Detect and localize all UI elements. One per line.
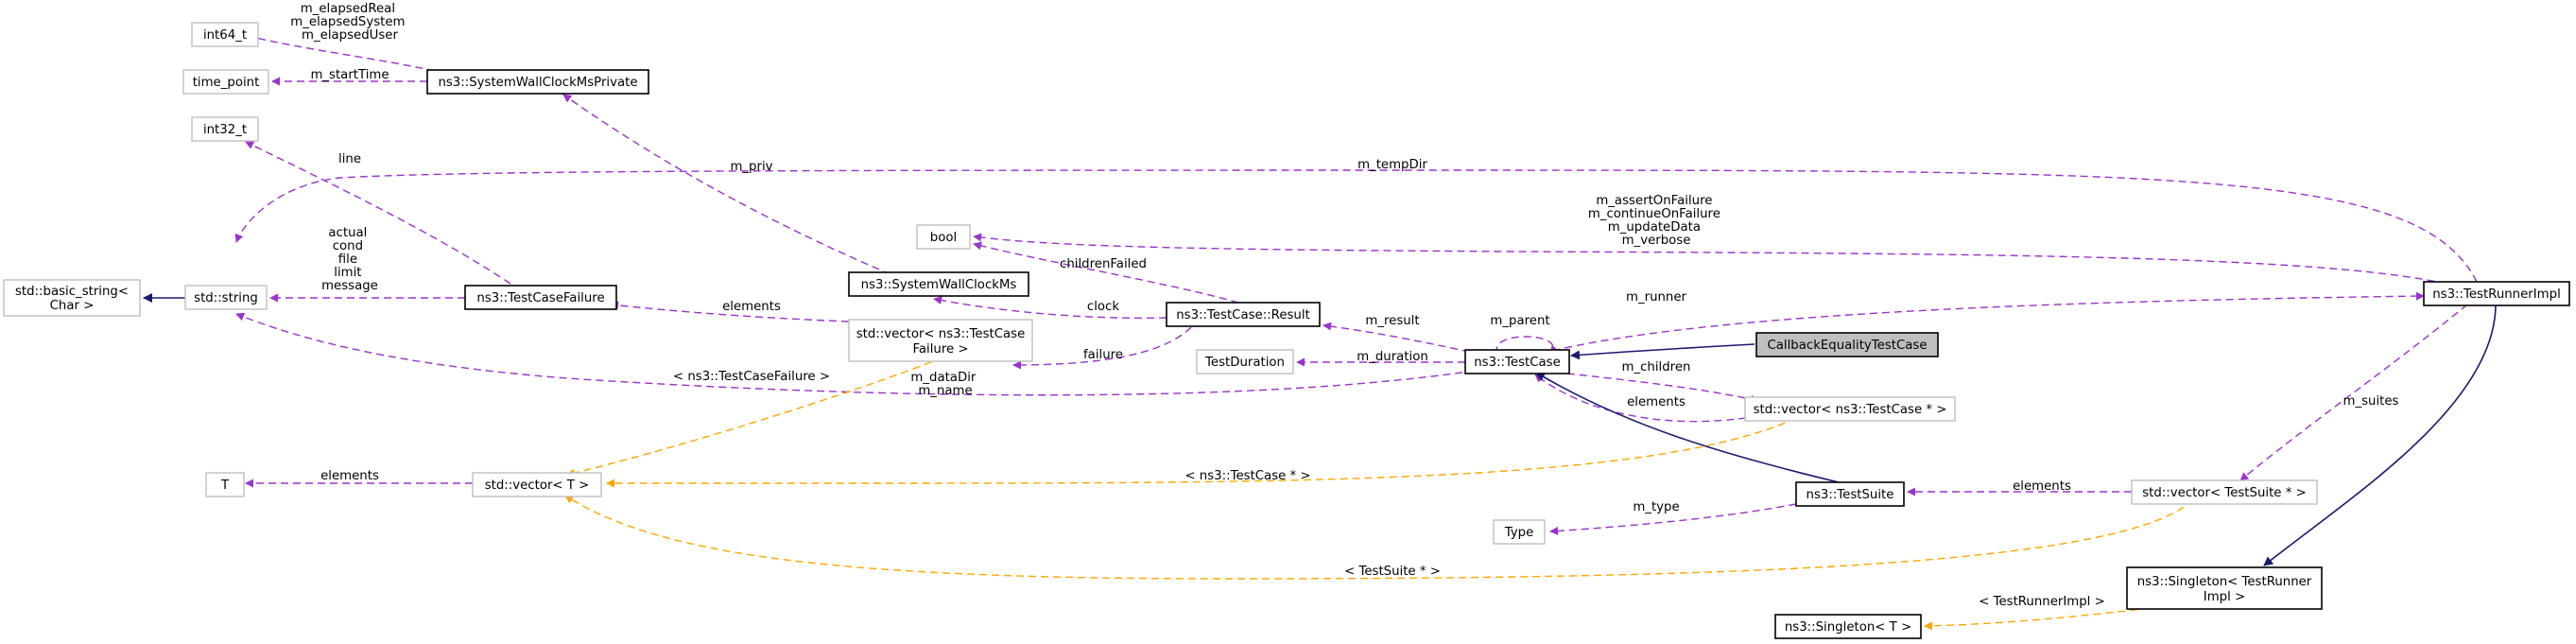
svg-text:std::vector< ns3::TestCase * >: std::vector< ns3::TestCase * > bbox=[1754, 403, 1947, 417]
label-m-children: m_children bbox=[1622, 360, 1691, 374]
node-testcase-failure[interactable]: ns3::TestCaseFailure bbox=[464, 285, 617, 310]
svg-text:Impl >: Impl > bbox=[2204, 590, 2245, 604]
label-m-parent: m_parent bbox=[1490, 314, 1549, 328]
label-m-priv: m_priv bbox=[730, 160, 772, 174]
label-start-time: m_startTime bbox=[310, 68, 389, 82]
label-temp-dir: m_tempDir bbox=[1357, 158, 1427, 172]
svg-text:ns3::TestSuite: ns3::TestSuite bbox=[1807, 488, 1894, 502]
svg-text:time_point: time_point bbox=[193, 76, 260, 90]
edge-callback-testcase bbox=[1570, 343, 1755, 360]
node-vector-testcase-failure[interactable]: std::vector< ns3::TestCase Failure > bbox=[848, 319, 1033, 362]
label-tmpl-failure: < ns3::TestCaseFailure > bbox=[673, 370, 830, 384]
edge-vectortestcase-vectorT bbox=[606, 417, 1797, 488]
node-singleton-T[interactable]: ns3::Singleton< T > bbox=[1774, 614, 1922, 639]
svg-text:ns3::TestCase: ns3::TestCase bbox=[1474, 356, 1561, 370]
label-children-failed: childrenFailed bbox=[1060, 257, 1147, 271]
svg-text:CallbackEqualityTestCase: CallbackEqualityTestCase bbox=[1767, 339, 1927, 353]
edge-result-vectorfailure bbox=[1012, 326, 1192, 370]
svg-text:ns3::TestCase::Result: ns3::TestCase::Result bbox=[1176, 308, 1310, 322]
node-testrunnerimpl[interactable]: ns3::TestRunnerImpl bbox=[2423, 281, 2570, 306]
label-m-runner: m_runner bbox=[1626, 290, 1687, 305]
svg-text:ns3::TestCaseFailure: ns3::TestCaseFailure bbox=[476, 291, 604, 305]
node-vector-testcase[interactable]: std::vector< ns3::TestCase * > bbox=[1744, 396, 1956, 422]
edge-vectorfailure-failure bbox=[610, 301, 850, 322]
node-testcase[interactable]: ns3::TestCase bbox=[1464, 349, 1570, 374]
node-testsuite[interactable]: ns3::TestSuite bbox=[1795, 481, 1905, 507]
label-elapsed: m_elapsedReal m_elapsedSystem m_elapsedU… bbox=[290, 2, 408, 43]
node-type[interactable]: Type bbox=[1493, 519, 1546, 545]
label-elements-testcase: elements bbox=[1627, 395, 1686, 409]
label-data-dir: m_dataDir m_name bbox=[910, 371, 979, 398]
svg-text:bool: bool bbox=[930, 231, 957, 245]
svg-text:std::vector< TestSuite * >: std::vector< TestSuite * > bbox=[2142, 486, 2306, 500]
label-m-result: m_result bbox=[1365, 314, 1419, 328]
svg-text:std::string: std::string bbox=[194, 291, 258, 305]
svg-text:ns3::SystemWallClockMs: ns3::SystemWallClockMs bbox=[861, 278, 1017, 292]
edge-testcase-vectortestcase bbox=[1542, 370, 1759, 404]
node-wallclock-private[interactable]: ns3::SystemWallClockMsPrivate bbox=[426, 69, 649, 95]
edge-singletonrunner-runner bbox=[2263, 304, 2497, 566]
svg-text:Type: Type bbox=[1504, 526, 1534, 540]
node-vector-testsuite[interactable]: std::vector< TestSuite * > bbox=[2131, 479, 2318, 505]
node-singleton-testrunnerimpl[interactable]: ns3::Singleton< TestRunner Impl > bbox=[2126, 566, 2323, 610]
svg-text:T: T bbox=[220, 479, 230, 493]
svg-text:std::vector< T >: std::vector< T > bbox=[485, 479, 590, 493]
svg-text:std::basic_string<: std::basic_string< bbox=[15, 285, 129, 299]
label-elements-T: elements bbox=[320, 469, 379, 483]
svg-text:int32_t: int32_t bbox=[203, 123, 247, 137]
svg-text:Failure >: Failure > bbox=[912, 342, 968, 357]
node-std-string[interactable]: std::string bbox=[184, 285, 268, 310]
label-tmpl-runner: < TestRunnerImpl > bbox=[1979, 595, 2105, 609]
edge-runner-string-tempdir bbox=[234, 169, 2478, 283]
edge-wallclock-private bbox=[562, 94, 891, 275]
label-tmpl-testcase: < ns3::TestCase * > bbox=[1184, 469, 1310, 483]
edge-suite-testcase bbox=[1535, 372, 1840, 483]
node-vector-T[interactable]: std::vector< T > bbox=[472, 472, 602, 497]
label-line: line bbox=[338, 152, 361, 166]
node-test-duration[interactable]: TestDuration bbox=[1196, 349, 1294, 374]
node-T[interactable]: T bbox=[205, 472, 245, 497]
node-int32-t[interactable]: int32_t bbox=[191, 116, 259, 142]
node-time-point[interactable]: time_point bbox=[182, 69, 269, 95]
edge-runner-vectorsuite bbox=[2239, 304, 2468, 481]
svg-text:ns3::TestRunnerImpl: ns3::TestRunnerImpl bbox=[2432, 287, 2561, 302]
node-bool[interactable]: bool bbox=[916, 224, 971, 250]
label-elements-suite: elements bbox=[2013, 479, 2071, 494]
label-failure-fields: actual cond file limit message bbox=[321, 226, 378, 293]
label-m-suites: m_suites bbox=[2343, 394, 2399, 409]
edge-failure-int32 bbox=[245, 141, 511, 285]
svg-text:ns3::Singleton< T >: ns3::Singleton< T > bbox=[1785, 620, 1911, 635]
node-callback-equality-testcase[interactable]: CallbackEqualityTestCase bbox=[1755, 332, 1939, 357]
label-clock: clock bbox=[1087, 300, 1119, 314]
edge-testcase-testcase-parent bbox=[1495, 336, 1559, 355]
svg-text:ns3::SystemWallClockMsPrivate: ns3::SystemWallClockMsPrivate bbox=[438, 76, 637, 90]
label-runner-flags: m_assertOnFailure m_continueOnFailure m_… bbox=[1588, 194, 1724, 248]
node-std-basic-string[interactable]: std::basic_string< Char > bbox=[3, 279, 141, 317]
svg-text:ns3::Singleton< TestRunner: ns3::Singleton< TestRunner bbox=[2137, 575, 2312, 589]
label-failure: failure bbox=[1083, 348, 1123, 362]
label-m-type: m_type bbox=[1633, 500, 1679, 514]
edge-testcase-runner bbox=[1540, 291, 2425, 355]
edge-testcase-string bbox=[235, 312, 1476, 396]
node-int64-t[interactable]: int64_t bbox=[191, 22, 259, 47]
edge-suite-type bbox=[1549, 503, 1797, 535]
node-testcase-result[interactable]: ns3::TestCase::Result bbox=[1166, 302, 1321, 327]
label-elements-failure: elements bbox=[722, 300, 781, 314]
edge-result-wallclock bbox=[933, 296, 1167, 319]
svg-text:std::vector< ns3::TestCase: std::vector< ns3::TestCase bbox=[856, 327, 1026, 341]
edge-runner-bool bbox=[973, 233, 2447, 285]
edge-vectorsuite-vectorT bbox=[564, 495, 2194, 580]
svg-text:TestDuration: TestDuration bbox=[1204, 356, 1285, 370]
svg-text:Char >: Char > bbox=[50, 299, 95, 313]
label-tmpl-testsuite: < TestSuite * > bbox=[1344, 565, 1441, 579]
label-m-duration: m_duration bbox=[1357, 350, 1428, 364]
node-wallclock[interactable]: ns3::SystemWallClockMs bbox=[848, 271, 1029, 297]
edge-vectortestcase-testcase bbox=[1534, 374, 1759, 423]
edge-result-bool bbox=[973, 241, 1239, 304]
svg-text:int64_t: int64_t bbox=[203, 28, 247, 43]
edge-vectorfailure-vectorT bbox=[566, 361, 932, 478]
edge-testcase-result bbox=[1323, 322, 1495, 358]
